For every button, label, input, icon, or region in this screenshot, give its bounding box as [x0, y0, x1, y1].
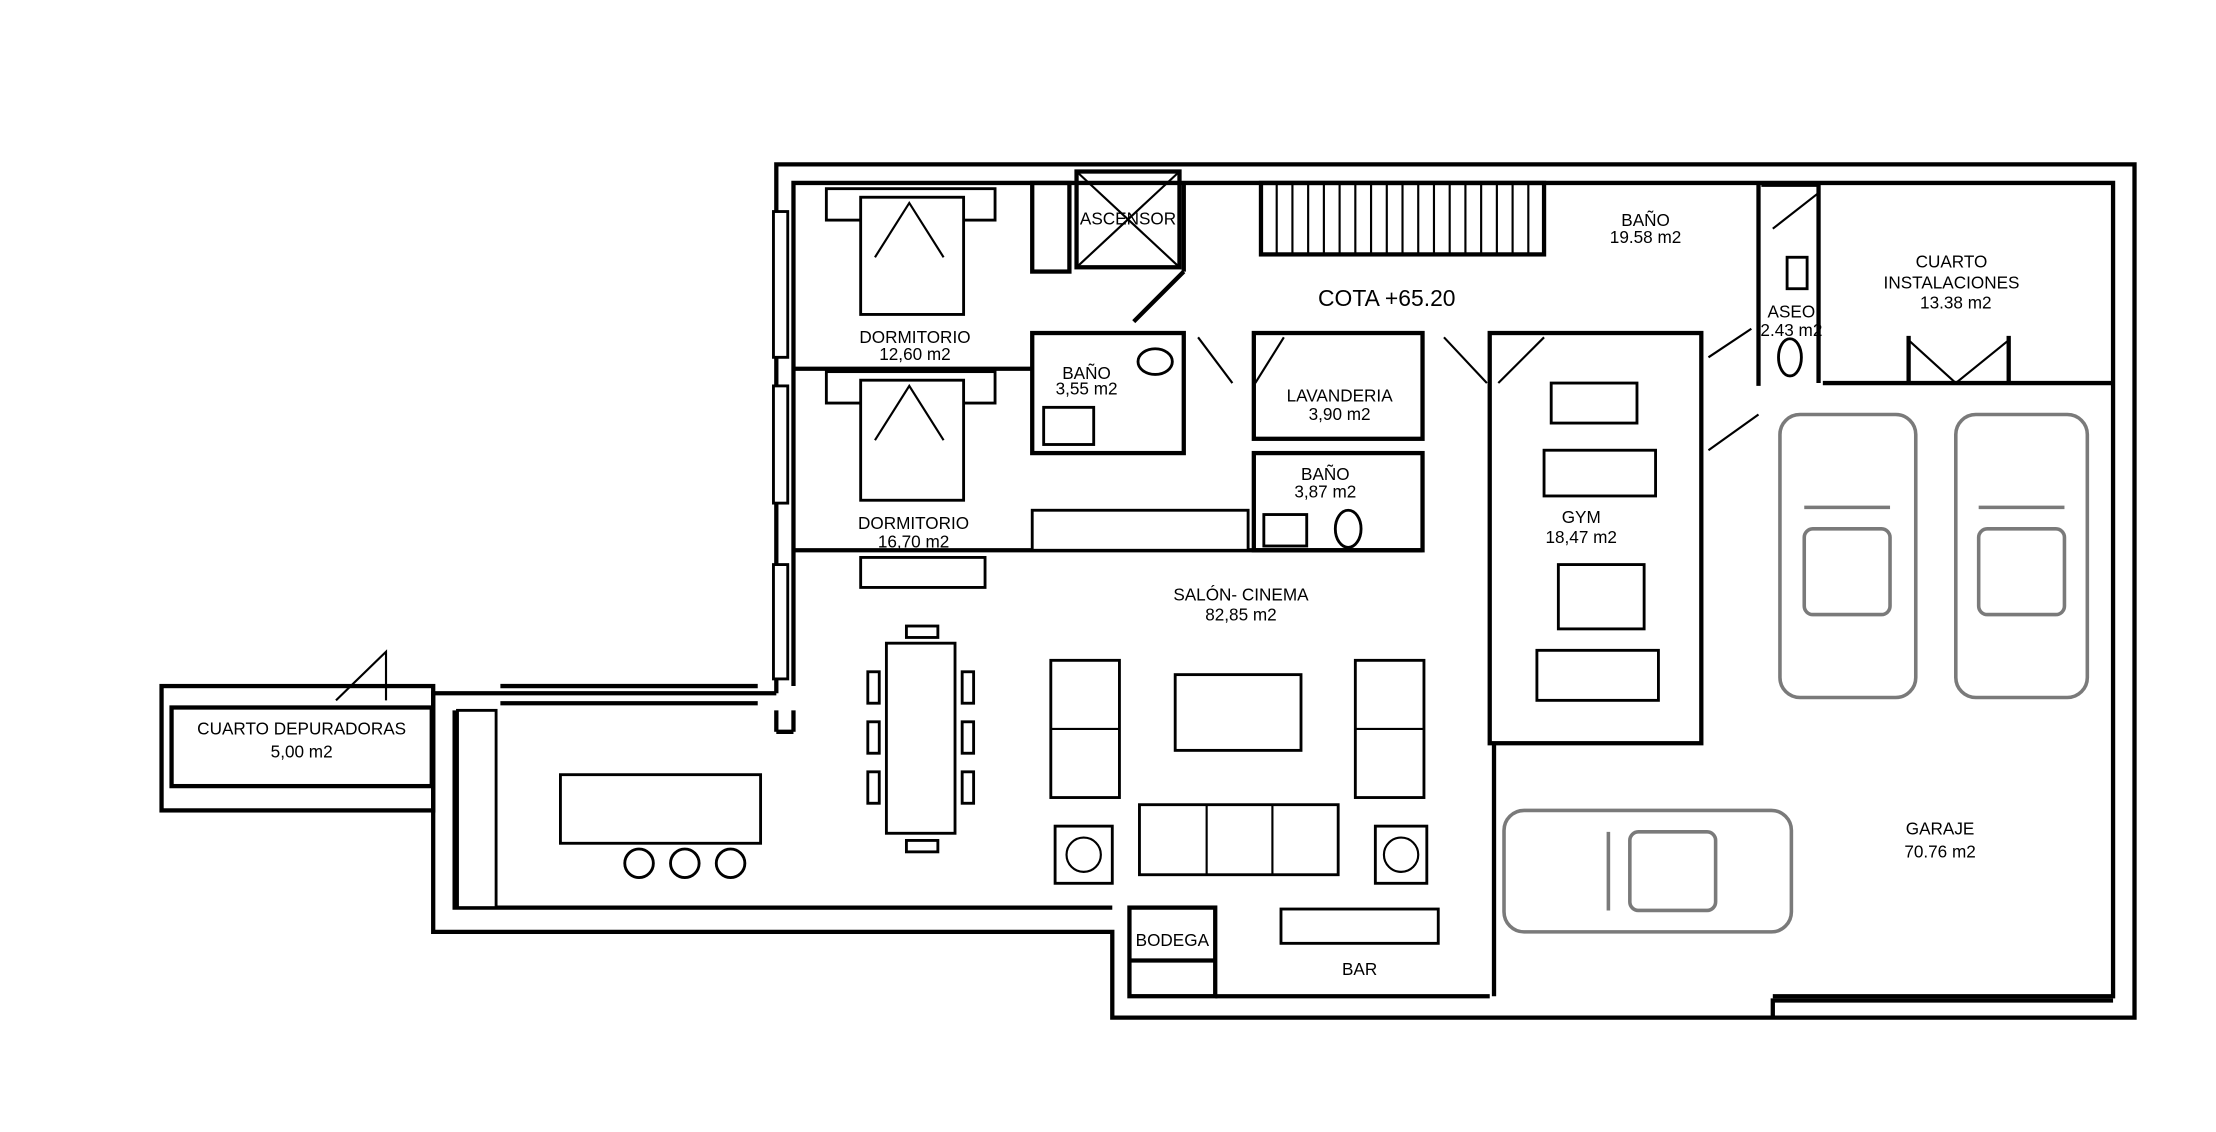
room-label-bar: BAR	[1342, 959, 1377, 979]
gym-equipment	[1535, 381, 1660, 702]
room-name: GYM	[1562, 507, 1601, 527]
room-area: 5,00 m2	[271, 742, 333, 762]
room-label-aseo: ASEO 2.43 m2	[1760, 301, 1822, 340]
living-furniture	[1049, 658, 1440, 945]
windows	[772, 210, 790, 681]
interior-walls	[793, 182, 2114, 999]
room-name: BAÑO	[1062, 363, 1111, 383]
room-area: 16,70 m2	[878, 531, 949, 551]
bed	[824, 187, 997, 316]
stairs	[1258, 180, 1547, 257]
room-name: INSTALACIONES	[1884, 273, 2020, 293]
room-label-bano-main: BAÑO 19.58 m2	[1610, 210, 1681, 247]
room-label-dormitorio-1: DORMITORIO 12,60 m2	[859, 327, 970, 364]
room-name: DORMITORIO	[858, 513, 969, 533]
kitchen	[456, 708, 763, 910]
room-label-gym: GYM 18,47 m2	[1545, 507, 1616, 547]
room-label-bodega: BODEGA	[1136, 930, 1210, 950]
level-label: COTA +65.20	[1318, 285, 1455, 311]
room-area: 2.43 m2	[1760, 320, 1822, 340]
room-label-instalaciones: CUARTO INSTALACIONES 13.38 m2	[1884, 251, 2020, 312]
room-name: CUARTO DEPURADORAS	[197, 719, 406, 739]
room-area: 70.76 m2	[1904, 842, 1975, 862]
room-label-dormitorio-2: DORMITORIO 16,70 m2	[858, 513, 969, 552]
room-name: LAVANDERIA	[1287, 386, 1394, 406]
room-name: GARAJE	[1906, 819, 1975, 839]
room-area: 12,60 m2	[879, 344, 950, 364]
room-area: 3,87 m2	[1294, 481, 1356, 501]
room-area: 82,85 m2	[1205, 604, 1276, 624]
room-label-bano-1: BAÑO 3,55 m2	[1056, 363, 1118, 399]
car	[1778, 412, 1918, 700]
room-name: CUARTO	[1916, 251, 1988, 271]
room-label-bano-2: BAÑO 3,87 m2	[1294, 464, 1356, 501]
room-label-lavanderia: LAVANDERIA 3,90 m2	[1287, 386, 1394, 425]
room-label-depuradoras: CUARTO DEPURADORAS 5,00 m2	[197, 719, 406, 762]
tv-unit	[859, 555, 987, 589]
cuarto-depuradoras-walls	[159, 649, 436, 813]
room-name: ASEO	[1768, 301, 1816, 321]
wardrobe	[1030, 508, 1250, 552]
room-area: 13.38 m2	[1920, 293, 1991, 313]
room-label-ascensor: ASCENSOR	[1080, 208, 1176, 228]
room-name: BAÑO	[1301, 464, 1350, 484]
car	[1502, 808, 1794, 934]
dining-table	[866, 624, 976, 854]
room-name: DORMITORIO	[859, 327, 970, 347]
room-label-salon: SALÓN- CINEMA 82,85 m2	[1173, 584, 1309, 624]
room-area: 3,55 m2	[1056, 378, 1118, 398]
room-name: BAÑO	[1621, 210, 1670, 230]
room-name: SALÓN- CINEMA	[1173, 584, 1309, 604]
room-area: 3,90 m2	[1309, 404, 1371, 424]
room-area: 18,47 m2	[1545, 527, 1616, 547]
bed	[824, 370, 997, 502]
car	[1954, 412, 2090, 700]
room-area: 19.58 m2	[1610, 227, 1681, 247]
elevator	[1030, 169, 1182, 274]
room-label-garaje: GARAJE 70.76 m2	[1904, 819, 1975, 862]
bathroom-fixtures	[1042, 255, 1809, 549]
